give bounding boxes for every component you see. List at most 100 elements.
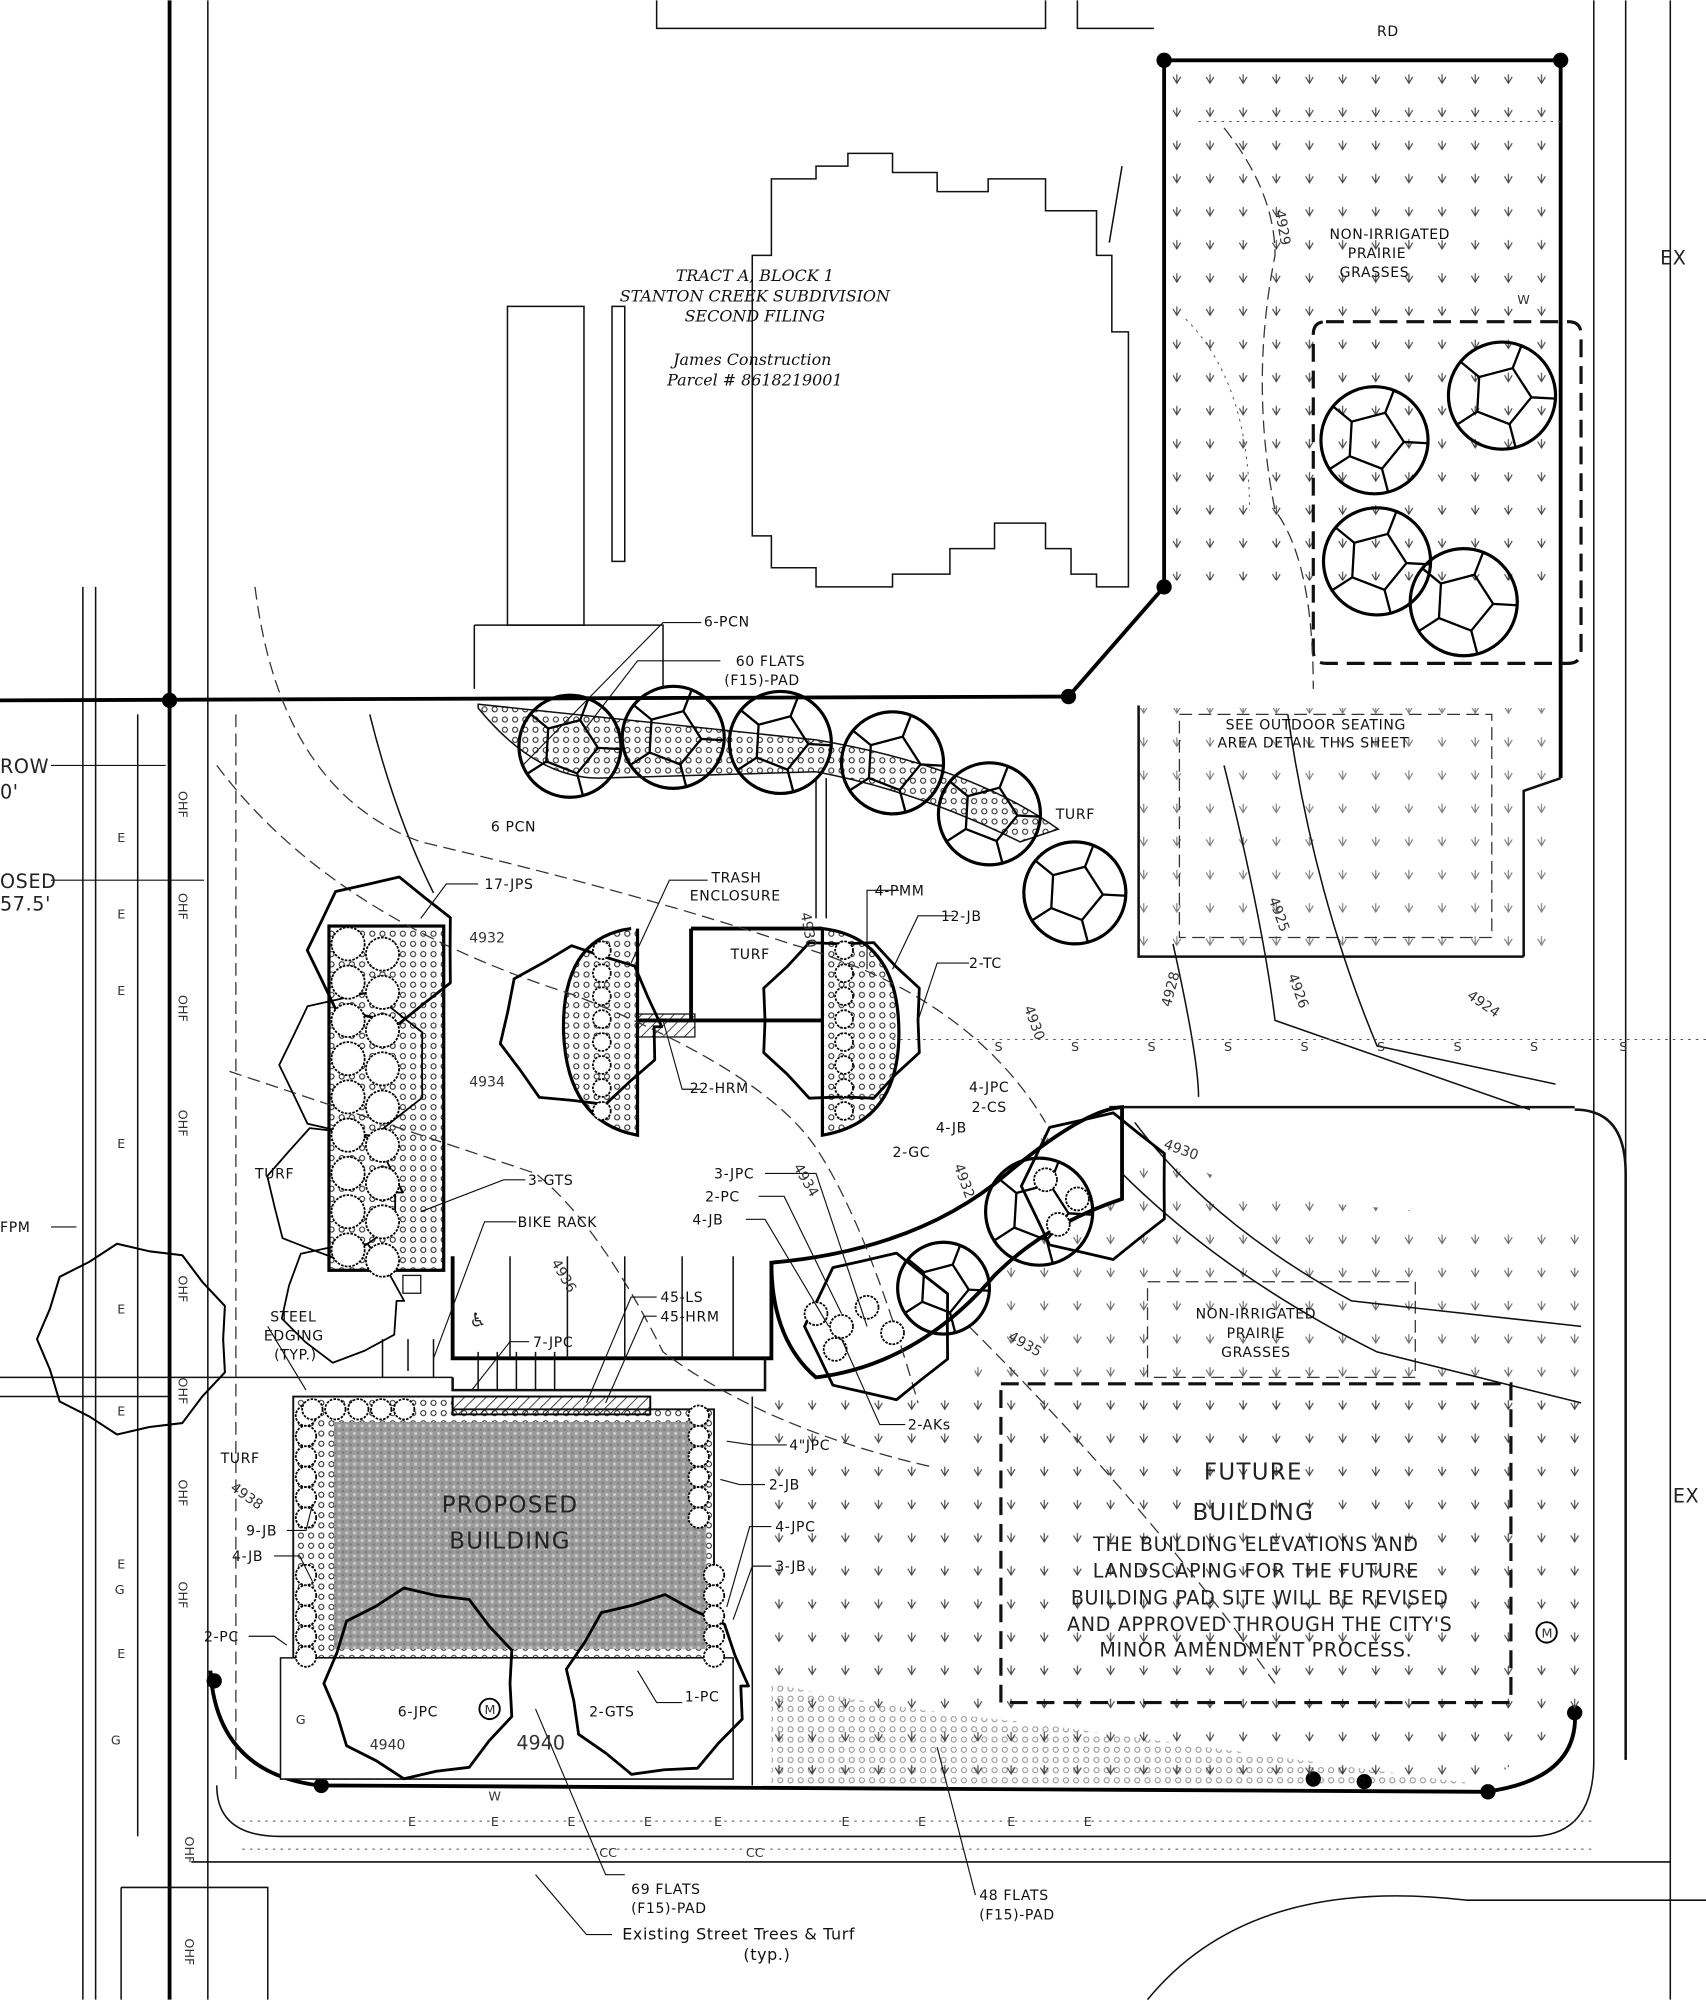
shrub-icon bbox=[1033, 1167, 1058, 1193]
callout-48-flats-pad: (F15)-PAD bbox=[979, 1907, 1055, 1923]
shrub-icon bbox=[702, 1625, 726, 1648]
shrub-icon bbox=[687, 1506, 710, 1529]
utility-line-label: OHF bbox=[175, 1377, 190, 1404]
deciduous-tree-icon bbox=[498, 944, 664, 1106]
utility-line-label: E bbox=[117, 1558, 125, 1573]
callout-bike-rack: BIKE RACK bbox=[518, 1215, 598, 1231]
contour-label: 4932 bbox=[469, 931, 505, 947]
proposed-row-width: 57.5' bbox=[0, 893, 51, 916]
tree-branch-lines bbox=[629, 689, 725, 787]
utility-lines bbox=[242, 1039, 1706, 1850]
utility-line-label: OHF bbox=[175, 995, 190, 1022]
callout-existing-street-trees: Existing Street Trees & Turf bbox=[622, 1925, 855, 1944]
callout-48-flats: 48 FLATS bbox=[979, 1888, 1049, 1904]
utility-line-label: S bbox=[1071, 1040, 1079, 1055]
prairie-grass-box bbox=[1146, 1281, 1416, 1379]
contour-label: 4930 bbox=[797, 911, 819, 949]
shrub-icon bbox=[365, 1204, 400, 1240]
tree-branch-lines bbox=[904, 1244, 990, 1333]
shrub-icon bbox=[591, 986, 612, 1006]
utility-line-label: E bbox=[644, 1815, 652, 1830]
shrub-icon bbox=[591, 1009, 612, 1029]
tract-label: TRACT A, BLOCK 1 bbox=[676, 266, 834, 285]
utility-line-label: OHF bbox=[175, 1479, 190, 1506]
contour-label: 4938 bbox=[227, 1480, 265, 1514]
shrub-icon bbox=[687, 1445, 710, 1468]
shrub-icon bbox=[365, 1127, 400, 1163]
callout-typ-b: (typ.) bbox=[743, 1945, 790, 1964]
future-note-line3: BUILDING PAD SITE WILL BE REVISED bbox=[1071, 1586, 1449, 1609]
trash-paving bbox=[636, 1013, 696, 1038]
seating-note-line1: SEE OUTDOOR SEATING bbox=[1226, 718, 1406, 734]
filing-label: SECOND FILING bbox=[685, 307, 826, 326]
proposed-building-line1: PROPOSED bbox=[442, 1493, 579, 1519]
utility-line-label: S bbox=[1301, 1040, 1309, 1055]
meter-label: M bbox=[1542, 1627, 1553, 1642]
shrub-icon bbox=[591, 1032, 612, 1052]
shrub-icon bbox=[834, 963, 854, 984]
callout-2-pc-b: 2-PC bbox=[204, 1629, 239, 1645]
evergreen-tree-icon bbox=[839, 710, 946, 816]
callout-60-flats-pad: (F15)-PAD bbox=[724, 673, 800, 689]
existing-building-outline bbox=[473, 152, 1130, 689]
tree-branch-lines bbox=[1331, 511, 1431, 614]
shrub-icon bbox=[294, 1604, 318, 1627]
shrub-icon bbox=[294, 1625, 318, 1648]
evergreen-tree-icon bbox=[896, 1240, 992, 1336]
shrub-icon bbox=[294, 1424, 318, 1448]
future-building-line1: FUTURE bbox=[1204, 1459, 1303, 1485]
shrub-icon bbox=[330, 1117, 366, 1153]
seating-note-line2: AREA DETAIL THIS SHEET bbox=[1217, 736, 1409, 752]
utility-line-label: OHF bbox=[175, 1110, 190, 1137]
callout-steel: STEEL bbox=[270, 1309, 316, 1325]
shrub-icon bbox=[1065, 1186, 1090, 1212]
evergreen-tree-icon bbox=[1408, 547, 1519, 658]
ex-label-mid: EX bbox=[1673, 1484, 1699, 1507]
callout-2-cs: 2-CS bbox=[972, 1100, 1007, 1116]
future-note-line2: LANDSCAPING FOR THE FUTURE bbox=[1093, 1560, 1419, 1583]
contour-label: 4934 bbox=[790, 1161, 822, 1200]
deciduous-tree-icon bbox=[762, 941, 921, 1100]
utility-line-label: E bbox=[117, 984, 125, 999]
utility-line-label: OHF bbox=[175, 1275, 190, 1302]
contour-label: 4940 bbox=[370, 1738, 406, 1754]
callout-69-flats: 69 FLATS bbox=[631, 1882, 701, 1898]
future-building-boundary bbox=[999, 1382, 1513, 1705]
shrub-icon bbox=[834, 1101, 854, 1121]
shrub-icon bbox=[330, 1194, 366, 1230]
shrub-icon bbox=[330, 1002, 366, 1038]
prairie-north-line1: NON-IRRIGATED bbox=[1329, 227, 1450, 243]
shrub-icon bbox=[294, 1445, 318, 1468]
trees-layer bbox=[35, 340, 1558, 1781]
turf-label-north: TURF bbox=[1055, 807, 1095, 823]
tree-branch-lines bbox=[1328, 389, 1429, 493]
utility-line-label: E bbox=[714, 1815, 722, 1830]
evergreen-tree-icon bbox=[936, 761, 1043, 867]
evergreen-tree-icon bbox=[1022, 840, 1128, 946]
shrub-icon bbox=[294, 1584, 318, 1607]
utility-line-label: E bbox=[117, 907, 125, 922]
shrub-icon bbox=[347, 1398, 370, 1421]
utility-line-label: OHF bbox=[181, 1938, 196, 1965]
trash-enclosure bbox=[637, 926, 823, 1023]
callout-45-hrm: 45-HRM bbox=[660, 1309, 719, 1325]
shrub-icon bbox=[294, 1486, 318, 1509]
shrub-icon bbox=[330, 1232, 366, 1268]
callout-22-hrm: 22-HRM bbox=[690, 1081, 749, 1097]
shrub-icon bbox=[591, 1078, 612, 1098]
shrub-icon bbox=[294, 1506, 318, 1529]
callout-4-jb-c: 4-JB bbox=[232, 1549, 263, 1565]
shrub-icon bbox=[834, 1009, 854, 1029]
future-note-line1: THE BUILDING ELEVATIONS AND bbox=[1092, 1533, 1418, 1556]
contour-lines bbox=[216, 127, 1582, 1684]
ex-label-top: EX bbox=[1660, 246, 1686, 269]
tree-branch-lines bbox=[526, 698, 621, 796]
prairie-north-line2: PRAIRIE bbox=[1348, 246, 1407, 262]
boundary-markers bbox=[161, 52, 1583, 1800]
shrub-icon bbox=[834, 986, 854, 1006]
callout-7-jpc: 7-JPC bbox=[533, 1335, 573, 1351]
utility-line-label: OHF bbox=[175, 893, 190, 920]
shrub-icon bbox=[834, 1055, 854, 1075]
utility-line-label: E bbox=[567, 1815, 575, 1830]
